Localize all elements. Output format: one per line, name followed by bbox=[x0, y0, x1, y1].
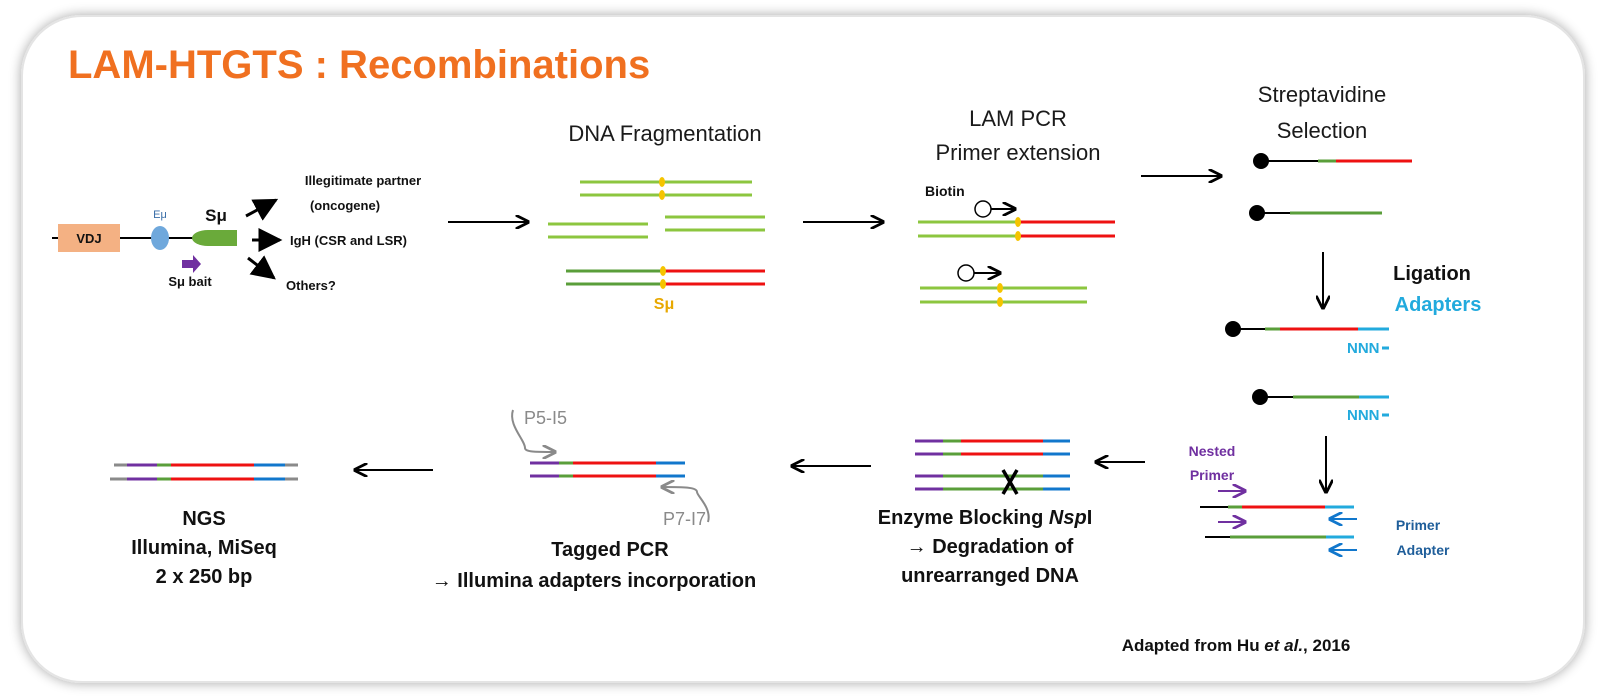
ligation-step: Ligation Adapters NNN NNN bbox=[1225, 263, 1481, 424]
lam-pcr-title-2: Primer extension bbox=[935, 140, 1100, 165]
bait-arrow bbox=[182, 255, 201, 273]
biotin-circle bbox=[957, 264, 975, 282]
nested-label-1: Nested bbox=[1189, 443, 1236, 459]
outcome-arrow-1 bbox=[245, 198, 279, 221]
smu-region bbox=[192, 230, 237, 246]
p5-primer-arrow bbox=[511, 409, 555, 452]
primer-adapter-label-1: Primer bbox=[1396, 517, 1441, 533]
nnn-label: NNN bbox=[1347, 407, 1380, 424]
enzyme-step: Enzyme Blocking NspI → Degradation of un… bbox=[878, 439, 1093, 587]
ngs-line-1: NGS bbox=[182, 508, 225, 530]
citation: Adapted from Hu et al., 2016 bbox=[1122, 636, 1351, 655]
smu-label: Sμ bbox=[205, 206, 227, 225]
enzyme-line-1: Enzyme Blocking NspI bbox=[878, 507, 1093, 529]
p7-label: P7-I7 bbox=[663, 509, 706, 529]
streptavidin-title-2: Selection bbox=[1277, 118, 1368, 143]
fragmentation-title: DNA Fragmentation bbox=[568, 121, 761, 146]
enzyme-line-3: unrearranged DNA bbox=[901, 565, 1079, 587]
vdj-label: VDJ bbox=[76, 231, 101, 246]
biotin-label: Biotin bbox=[925, 183, 965, 199]
ngs-step: NGS Illumina, MiSeq 2 x 250 bp bbox=[110, 463, 298, 588]
outcome-arrow-3 bbox=[247, 255, 276, 280]
emu-label: Eμ bbox=[153, 209, 167, 221]
outcome-illegitimate: Illegitimate partner bbox=[305, 173, 421, 188]
cut-mark-icon bbox=[1001, 469, 1019, 495]
smu-site bbox=[1015, 217, 1021, 227]
outcome-oncogene: (oncogene) bbox=[310, 198, 380, 213]
smu-site bbox=[659, 190, 665, 200]
ngs-line-3: 2 x 250 bp bbox=[156, 566, 253, 588]
adapters-label: Adapters bbox=[1395, 294, 1482, 316]
primer-adapter-label-2: Adapter bbox=[1397, 542, 1450, 558]
bait-label: Sμ bait bbox=[168, 274, 212, 289]
smu-site bbox=[660, 279, 666, 289]
nested-label-2: Primer bbox=[1190, 467, 1235, 483]
lam-pcr-title-1: LAM PCR bbox=[969, 106, 1067, 131]
biotin-circle bbox=[974, 200, 992, 218]
ngs-line-2: Illumina, MiSeq bbox=[131, 537, 277, 559]
smu-site bbox=[997, 297, 1003, 307]
frame bbox=[21, 15, 1585, 683]
igh-locus: VDJ Eμ Sμ Sμ bait Illegitimate partner (… bbox=[52, 173, 421, 293]
p5-label: P5-I5 bbox=[524, 408, 567, 428]
nested-pcr-step: Nested Primer Primer Adapter bbox=[1189, 443, 1450, 558]
page-title: LAM-HTGTS : Recombinations bbox=[68, 43, 650, 87]
ligation-title: Ligation bbox=[1393, 263, 1471, 285]
streptavidin-title-1: Streptavidine bbox=[1258, 82, 1386, 107]
nnn-label: NNN bbox=[1347, 340, 1380, 357]
lam-pcr-step: LAM PCR Primer extension Biotin bbox=[918, 106, 1115, 307]
smu-site bbox=[660, 266, 666, 276]
p7-primer-arrow bbox=[662, 487, 710, 523]
fragmentation-step: DNA Fragmentation Sμ bbox=[548, 121, 765, 313]
vdj-box bbox=[58, 224, 120, 252]
tagged-pcr-step: P5-I5 P7-I7 Tagged PCR → Illumina adapte… bbox=[432, 408, 757, 592]
tagged-pcr-line-2: → Illumina adapters incorporation bbox=[432, 570, 757, 592]
emu-element bbox=[151, 226, 169, 250]
outcome-others: Others? bbox=[286, 278, 336, 293]
smu-site bbox=[997, 283, 1003, 293]
enzyme-line-2: → Degradation of bbox=[907, 536, 1074, 558]
smu-site bbox=[1015, 231, 1021, 241]
streptavidin-step: Streptavidine Selection bbox=[1249, 82, 1412, 221]
smu-site bbox=[659, 177, 665, 187]
fragmentation-smu-label: Sμ bbox=[654, 296, 674, 313]
outcome-igh: IgH (CSR and LSR) bbox=[290, 233, 407, 248]
tagged-pcr-line-1: Tagged PCR bbox=[551, 539, 669, 561]
